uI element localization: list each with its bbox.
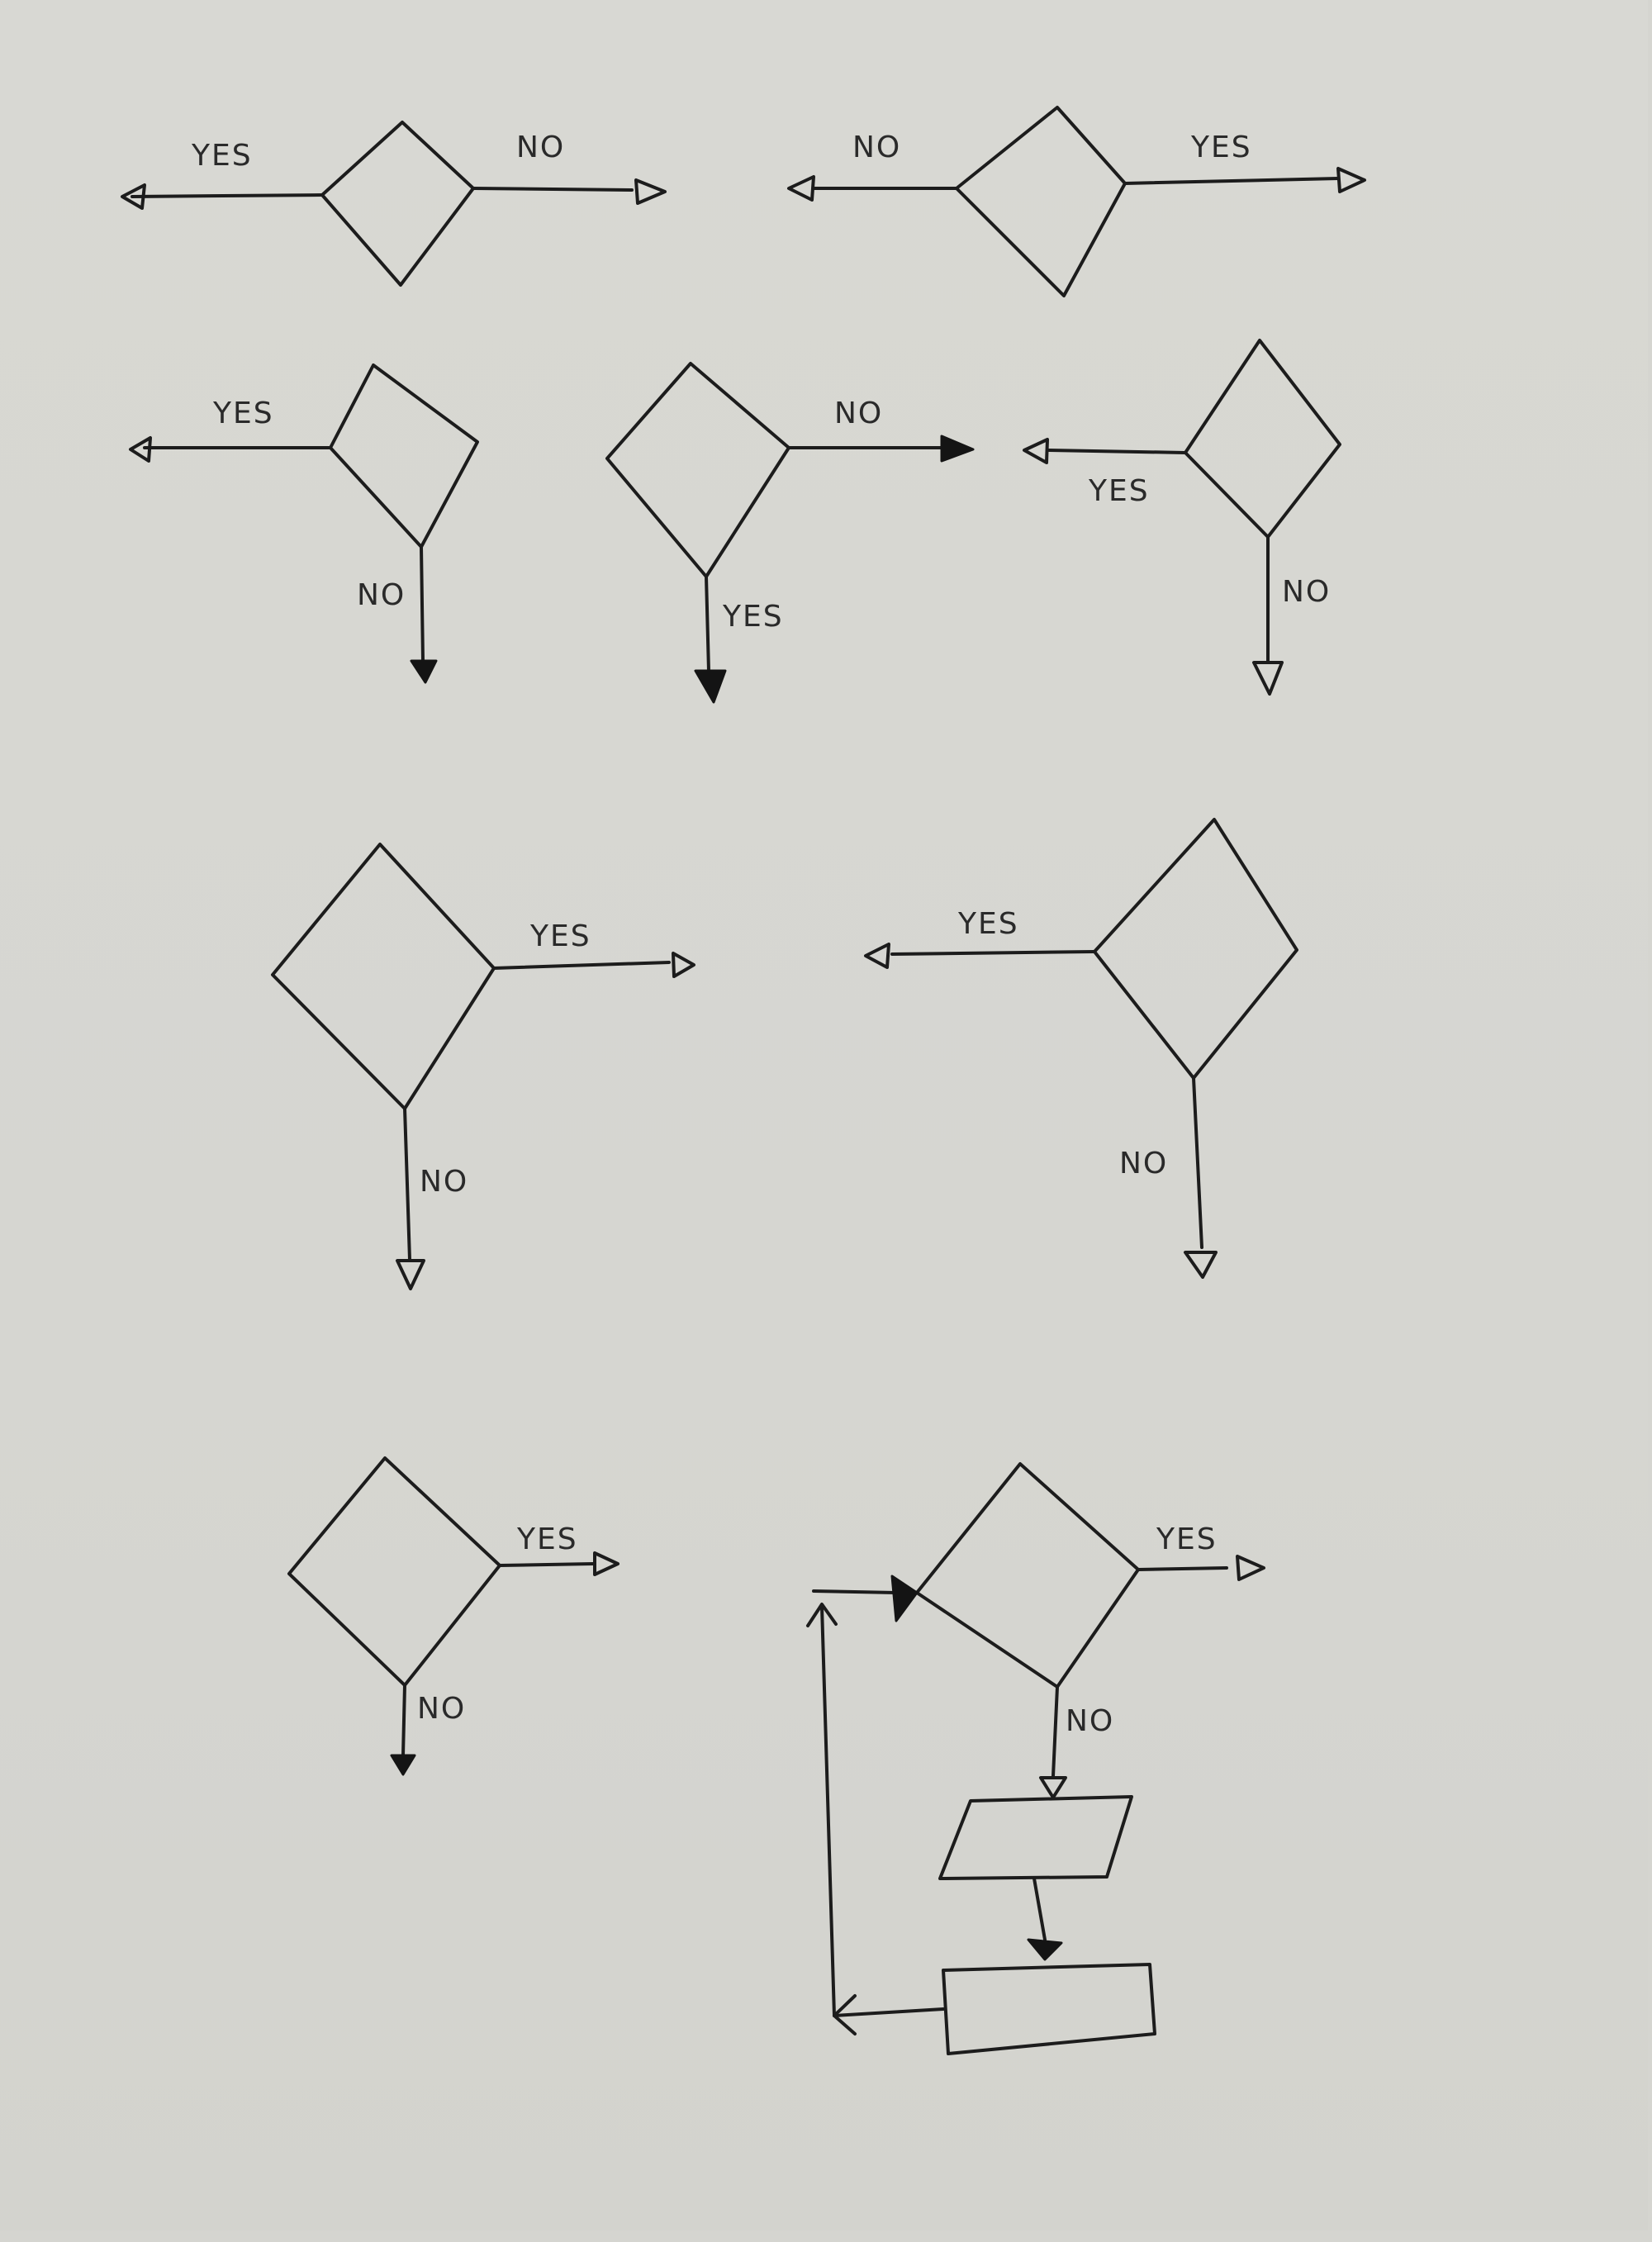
decision-diagram-8: YES NO [287,1456,620,1776]
open-arrowhead-left-icon [1023,438,1049,464]
no-branch-line [401,1684,406,1757]
decision-diagram-7: YES NO [864,818,1298,1279]
no-label: NO [852,131,901,164]
yes-label: YES [191,139,253,173]
filled-arrowhead-down-icon [694,669,727,704]
filled-arrowhead-down-icon [410,659,438,684]
open-arrowhead-left-icon [121,183,146,210]
decision-diagram-4: NO YES [605,362,975,704]
decision-diamond [329,363,479,549]
decision-diagram-5: YES NO [1023,339,1341,696]
flow-line-to-process [1032,1877,1047,1941]
loop-back-line-vertical [820,1605,836,2017]
decision-diagram-9: YES NO [806,1462,1265,2055]
decision-diagram-2: NO YES [787,106,1366,297]
yes-label: YES [722,600,784,634]
yes-label: YES [212,397,274,430]
loop-entry-line [812,1589,898,1594]
open-arrowhead-left-icon [129,436,152,463]
yes-label: YES [1190,131,1252,164]
open-arrowhead-left-icon [787,175,815,202]
decision-diagram-3: YES NO [129,363,479,684]
open-arrowhead-right-icon [593,1551,620,1576]
open-arrowhead-down-icon [1039,1776,1067,1799]
yes-branch-line [1123,177,1340,185]
filled-arrowhead-right-icon [890,1575,919,1622]
decision-diagram-6: YES NO [271,843,695,1290]
no-branch-line [1192,1076,1203,1249]
filled-arrowhead-right-icon [940,435,975,463]
loop-back-line-horizontal [833,2007,945,2017]
open-arrowhead-right-icon [672,952,695,978]
decision-diagram-1: YES NO [121,121,667,287]
no-label: NO [417,1692,466,1726]
decision-diamond [320,121,475,287]
filled-arrowhead-down-icon [1027,1938,1063,1961]
decision-diamond [287,1456,501,1687]
process-rectangle [942,1963,1156,2055]
decision-diamond [271,843,496,1110]
no-label: NO [1119,1147,1168,1180]
yes-label: YES [516,1522,578,1556]
yes-label: YES [1156,1522,1218,1556]
yes-label: YES [957,907,1019,941]
yes-branch-line [492,961,671,970]
no-label: NO [1066,1704,1114,1738]
yes-branch-line [131,193,324,198]
open-arrowhead-down-icon [1184,1251,1218,1279]
open-arrowhead-right-icon [634,178,667,205]
decision-diamond [1184,339,1341,539]
decision-diamond [1093,818,1298,1080]
no-label: NO [1282,575,1331,609]
decision-diamond [605,362,790,578]
yes-label: YES [1088,474,1150,508]
no-branch-line [403,1107,411,1261]
yes-branch-line [1047,449,1187,454]
no-label: NO [516,131,565,164]
filled-arrowhead-down-icon [390,1754,416,1776]
open-arrowhead-left-icon [864,943,890,969]
no-label: NO [420,1165,468,1199]
open-arrowhead-down-icon [1252,661,1284,696]
open-arrowhead-down-icon [396,1259,425,1290]
yes-branch-line [1137,1566,1228,1571]
no-label: NO [834,397,883,430]
decision-diamond [915,1462,1140,1689]
no-branch-line [1051,1685,1059,1778]
yes-branch-line [498,1562,595,1567]
yes-label: YES [529,919,591,953]
open-arrowhead-right-icon [1236,1555,1265,1581]
yes-branch-line [890,950,1096,956]
decision-diamond [955,106,1127,297]
open-arrowhead-up-icon [806,1603,838,1627]
no-branch-line [472,187,634,192]
yes-branch-line [705,575,710,672]
input-output-parallelogram [938,1795,1133,1880]
no-branch-line [420,545,425,663]
open-arrowhead-right-icon [1336,167,1366,193]
no-label: NO [357,578,406,612]
